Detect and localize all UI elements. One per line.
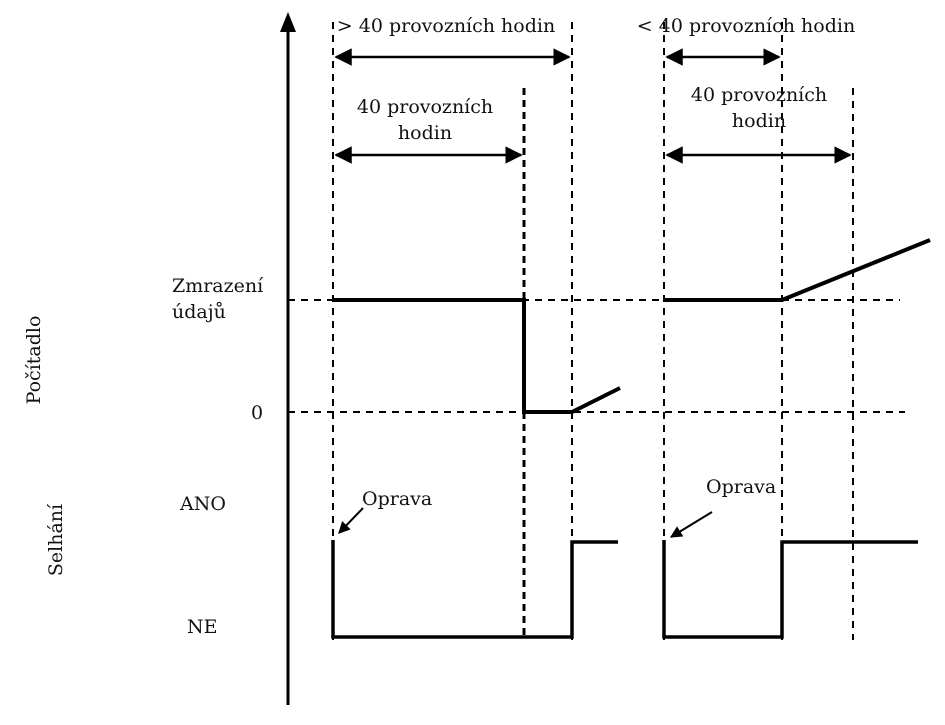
left-inner-span-label-line1: 40 provozních <box>357 96 493 118</box>
left-failure-trace <box>331 540 618 639</box>
right-repair-pointer <box>669 511 713 538</box>
right-failure-trace <box>662 540 918 639</box>
left-inner-span-label-line2: hodin <box>398 122 452 144</box>
left-repair-pointer <box>338 507 364 534</box>
right-counter-trace <box>664 238 931 302</box>
left-top-span-label: > 40 provozních hodin <box>337 15 555 37</box>
axis-arrowhead-icon <box>280 12 296 32</box>
freeze-label-line1: Zmrazení <box>172 275 264 297</box>
right-repair-label: Oprava <box>706 476 776 498</box>
right-inner-span-label-line2: hodin <box>732 110 786 132</box>
no-label: NE <box>187 616 218 638</box>
right-top-span-label: < 40 provozních hodin <box>637 15 855 37</box>
freeze-label-line2: údajů <box>172 301 226 323</box>
failure-axis-label: Selhání <box>45 503 67 576</box>
yes-label: ANO <box>179 493 226 515</box>
right-inner-span-label-line1: 40 provozních <box>691 84 827 106</box>
counter-axis-label: Počítadlo <box>23 316 45 405</box>
left-counter-trace <box>333 298 621 414</box>
zero-label: 0 <box>251 402 263 424</box>
left-repair-label: Oprava <box>362 488 432 510</box>
